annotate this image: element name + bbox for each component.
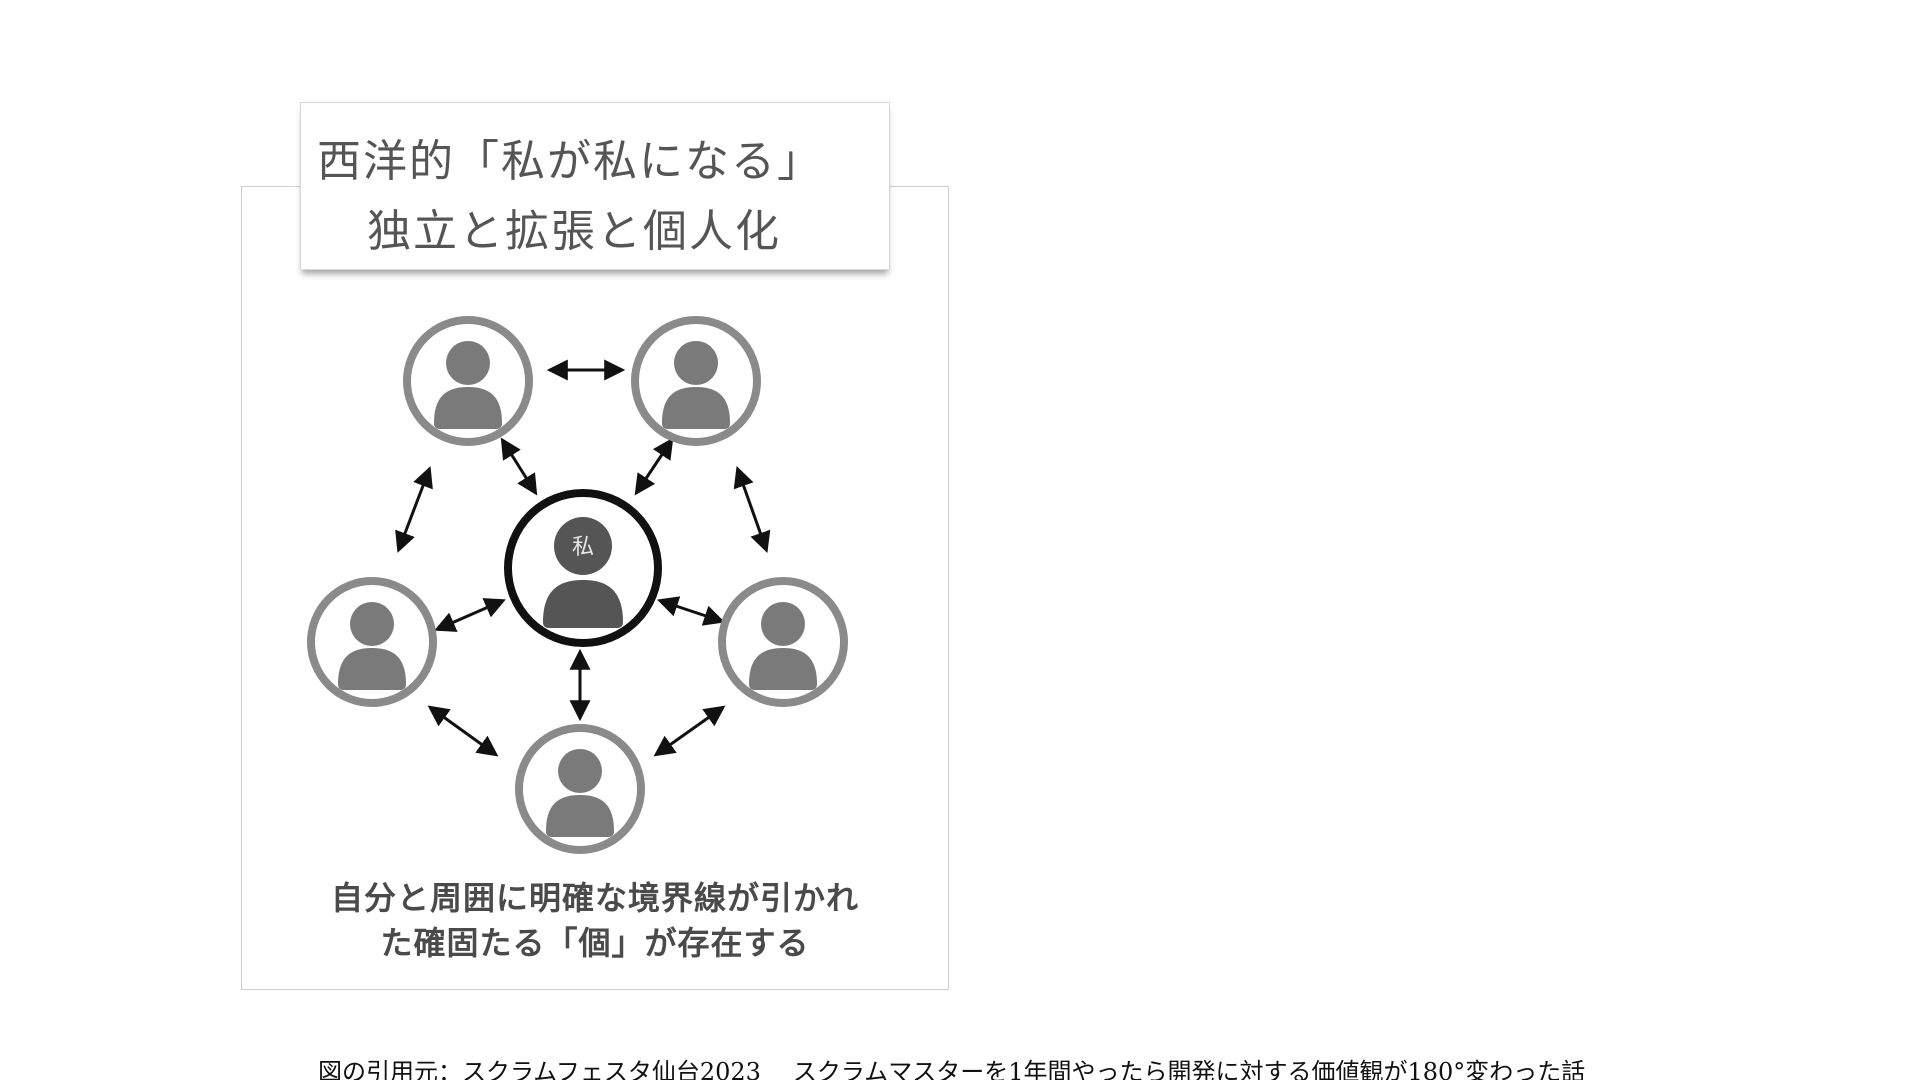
arrow-top-left-left	[395, 466, 433, 553]
arrow-top-right-center	[634, 437, 674, 496]
node-right	[718, 577, 848, 707]
title-card: 西洋的「私が私になる」 独立と拡張と個人化	[300, 102, 890, 270]
node-top-right	[631, 316, 761, 446]
arrow-right-center	[657, 596, 725, 626]
arrow-left-center	[434, 598, 506, 632]
arrow-right-bottom	[653, 705, 726, 757]
arrow-left-bottom	[427, 705, 499, 757]
title-line-2: 独立と拡張と個人化	[367, 206, 781, 257]
title-line-1: 西洋的「私が私になる」	[317, 136, 823, 187]
node-left	[307, 577, 437, 707]
talk-title-link[interactable]: スクラムマスターを1年間やったら開発に対する価値観が180°変わった話	[792, 1058, 1586, 1080]
network-diagram: 私	[307, 316, 848, 854]
arrow-top-left-center	[500, 437, 538, 496]
node-center: 私	[504, 489, 662, 647]
node-top-left	[403, 316, 533, 446]
footer-citation: 図の引用元：スクラムフェスタ仙台2023 スクラムマスターを1年間やったら開発に対…	[318, 1052, 1585, 1080]
source-label: 図の引用元：スクラムフェスタ仙台2023	[318, 1058, 761, 1080]
center-person-body	[543, 580, 623, 628]
caption-line-2: た確固たる「個」が存在する	[380, 924, 810, 962]
caption-line-1: 自分と周囲に明確な境界線が引かれ	[330, 879, 859, 917]
node-bottom	[515, 724, 645, 854]
center-person-head	[554, 517, 612, 575]
arrow-top-right-right	[733, 466, 771, 553]
center-label: 私	[572, 535, 594, 560]
